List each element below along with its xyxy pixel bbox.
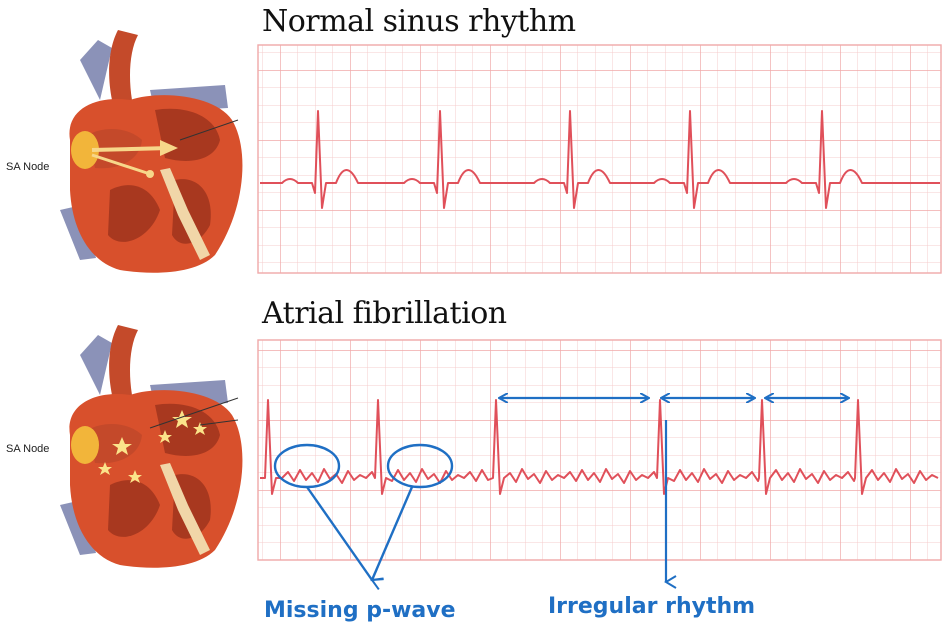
- heart-anatomy-icon: [60, 325, 243, 568]
- missing-p-wave-marker: [386, 443, 454, 489]
- irregular-rhythm-label: Irregular rhythm: [548, 594, 756, 619]
- sa-node-icon: [71, 131, 99, 169]
- ecg-trace-afib: [260, 399, 939, 495]
- fibrillation-spark-icon: [98, 410, 207, 483]
- ecg-grid-normal: [257, 44, 942, 274]
- heart-anatomy-icon: [60, 30, 243, 273]
- sa-node-icon: [71, 426, 99, 464]
- ecg-trace-normal: [260, 110, 940, 209]
- ecg-grid-afib: [257, 339, 942, 561]
- conduction-arrow-icon: [91, 146, 171, 152]
- panel-title-normal: Normal sinus rhythm: [262, 4, 576, 39]
- pointer-line: [370, 486, 414, 591]
- panel-title-afib: Atrial fibrillation: [262, 296, 507, 331]
- sa-node-label: SA Node: [6, 443, 50, 455]
- missing-p-wave-label: Missing p-wave: [264, 598, 456, 623]
- pointer-line: [306, 486, 384, 582]
- sa-node-label: SA Node: [6, 161, 50, 173]
